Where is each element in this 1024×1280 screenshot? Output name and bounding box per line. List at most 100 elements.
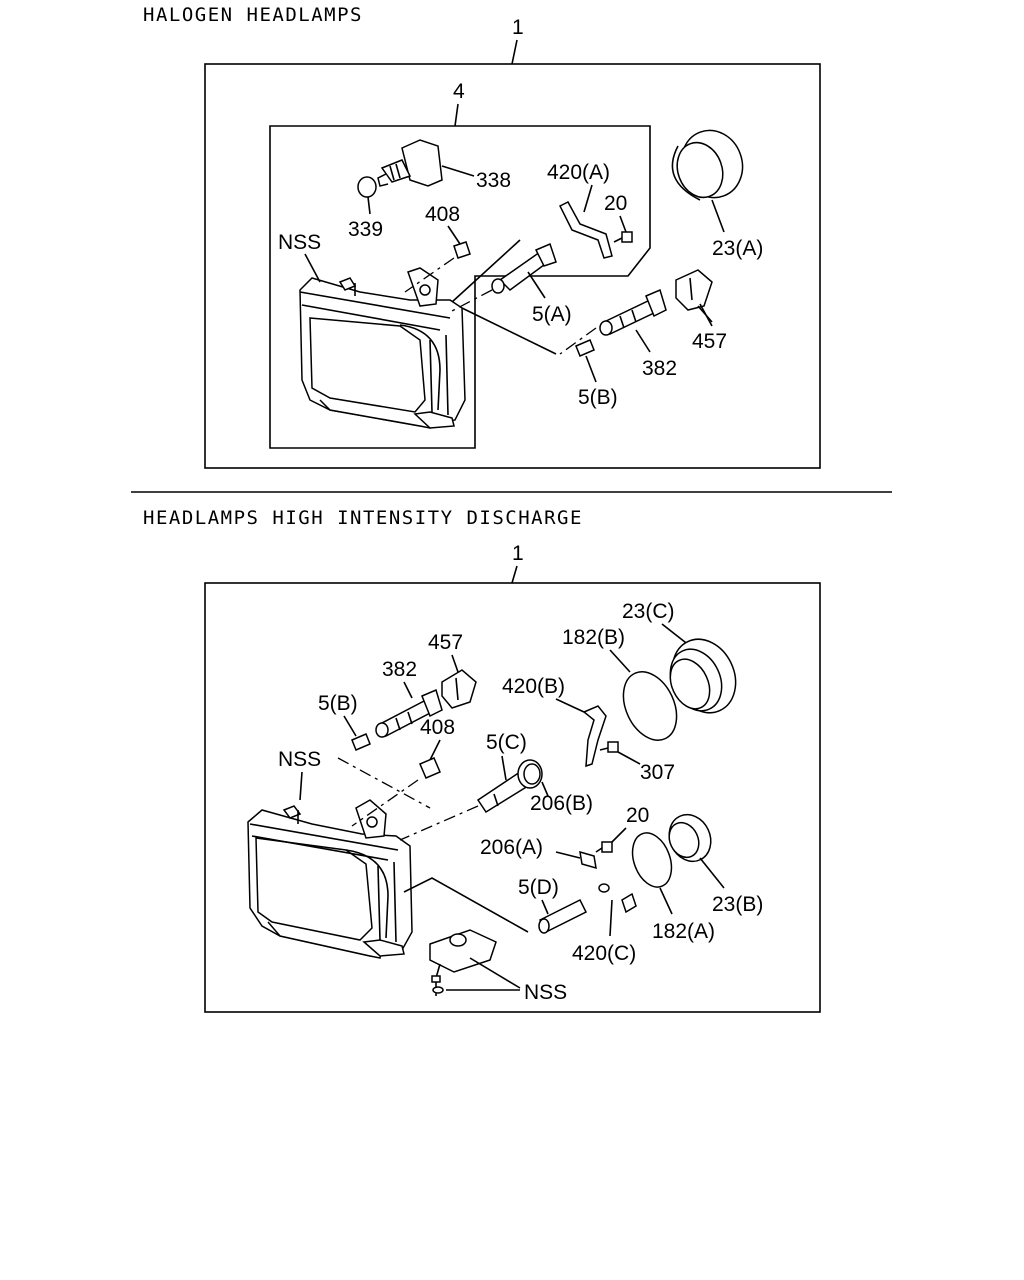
- halogen-assembly-label: 1: [512, 16, 524, 39]
- part-20-screw: [613, 231, 633, 243]
- halogen-headlamp-housing: [299, 267, 466, 429]
- halogen-assembly-leader: [511, 39, 518, 65]
- halogen-subassembly-label: 4: [453, 80, 465, 103]
- part-182b-oring: [622, 671, 678, 741]
- part-23a-cap: [671, 129, 744, 201]
- axis-5d-hid: [403, 877, 529, 933]
- hid-assembly-label: 1: [512, 542, 524, 565]
- leader-5c: [501, 755, 507, 781]
- leader-nss-halogen: [304, 253, 321, 283]
- part-339-oring: [357, 176, 377, 198]
- leader-5a: [527, 271, 546, 299]
- leader-382: [635, 329, 651, 353]
- label-420b: 420(B): [502, 675, 565, 698]
- part-382-socket: [599, 288, 667, 336]
- leader-182b: [609, 649, 631, 673]
- leader-20-hid: [611, 827, 627, 843]
- leader-5d: [541, 899, 549, 915]
- label-nss-halogen: NSS: [278, 231, 321, 254]
- leader-420b: [555, 698, 585, 713]
- label-20-hid: 20: [626, 804, 649, 827]
- leader-5b: [585, 355, 597, 383]
- leader-457-hid: [451, 654, 459, 673]
- leader-5b-frame: [461, 307, 557, 355]
- leader-457: [699, 303, 713, 327]
- part-20-screw-hid: [595, 841, 613, 853]
- axis-382: [559, 327, 597, 355]
- label-nss-hid: NSS: [278, 748, 321, 771]
- part-457-connector: [675, 269, 713, 323]
- axis-408: [404, 257, 455, 293]
- part-ballast-unit: [429, 929, 497, 996]
- hid-assembly-leader: [511, 565, 518, 584]
- leader-5a-frame: [451, 239, 521, 303]
- label-182b: 182(B): [562, 626, 625, 649]
- label-23b: 23(B): [712, 893, 763, 916]
- part-457-connector-hid: [441, 669, 477, 709]
- part-382-socket-hid: [375, 688, 443, 738]
- part-23c-cap: [669, 638, 737, 714]
- part-408-grommet-hid: [419, 757, 441, 779]
- leader-420c: [609, 899, 613, 937]
- part-420a-bracket: [558, 201, 613, 259]
- halogen-section-title: HALOGEN HEADLAMPS: [143, 4, 363, 26]
- label-20-halogen: 20: [604, 192, 627, 215]
- leader-408: [447, 225, 461, 245]
- axis-5c-hid: [399, 805, 479, 841]
- part-5c-hid-bulb: [476, 759, 543, 814]
- label-457: 457: [692, 330, 727, 353]
- label-382: 382: [642, 357, 677, 380]
- label-206a: 206(A): [480, 836, 543, 859]
- part-338-connector: [377, 139, 475, 187]
- label-23a: 23(A): [712, 237, 763, 260]
- label-nss-ballast: NSS: [524, 981, 567, 1004]
- leader-nss-ballast: [446, 957, 521, 991]
- hid-outer-frame: [204, 582, 821, 1013]
- label-206b: 206(B): [530, 792, 593, 815]
- part-206a-plate: [579, 850, 597, 870]
- part-5b-small-bulb: [575, 339, 595, 357]
- label-420a: 420(A): [547, 161, 610, 184]
- leader-206b: [541, 781, 549, 797]
- hid-section-title: HEADLAMPS HIGH INTENSITY DISCHARGE: [143, 507, 583, 529]
- halogen-outer-frame: [204, 63, 821, 469]
- part-182a-oring: [631, 832, 673, 888]
- label-339: 339: [348, 218, 383, 241]
- label-457-hid: 457: [428, 631, 463, 654]
- part-5b-small-bulb-hid: [351, 733, 371, 751]
- leader-nss-hid: [299, 771, 303, 801]
- leader-408-hid: [429, 739, 441, 761]
- leader-307: [617, 751, 641, 765]
- halogen-inner-frame: [269, 125, 651, 449]
- label-5b-hid: 5(B): [318, 692, 358, 715]
- axis-5a: [449, 289, 493, 313]
- label-338: 338: [476, 169, 511, 192]
- leader-23b: [699, 857, 725, 889]
- part-307-screw: [599, 741, 619, 753]
- leader-182a: [659, 887, 673, 915]
- leader-382-hid: [403, 681, 413, 699]
- part-420b-bracket: [582, 705, 607, 768]
- leader-5b-hid: [343, 715, 357, 737]
- leader-23a: [711, 199, 725, 233]
- part-5a-bulb: [491, 242, 557, 294]
- part-408-grommet: [453, 241, 471, 259]
- label-420c: 420(C): [572, 942, 636, 965]
- leader-339: [367, 196, 371, 215]
- halogen-subassembly-leader: [454, 103, 459, 127]
- leader-20-halogen: [619, 215, 627, 233]
- leader-420a: [583, 184, 593, 213]
- label-5b: 5(B): [578, 386, 618, 409]
- label-23c: 23(C): [622, 600, 675, 623]
- label-408-hid: 408: [420, 716, 455, 739]
- label-382-hid: 382: [382, 658, 417, 681]
- label-182a: 182(A): [652, 920, 715, 943]
- part-23b-cap: [668, 813, 712, 863]
- leader-206a: [555, 851, 581, 859]
- part-420c-clip: [598, 883, 637, 914]
- label-307: 307: [640, 761, 675, 784]
- label-5a: 5(A): [532, 303, 572, 326]
- label-5d: 5(D): [518, 876, 559, 899]
- part-5d-igniter: [538, 898, 588, 934]
